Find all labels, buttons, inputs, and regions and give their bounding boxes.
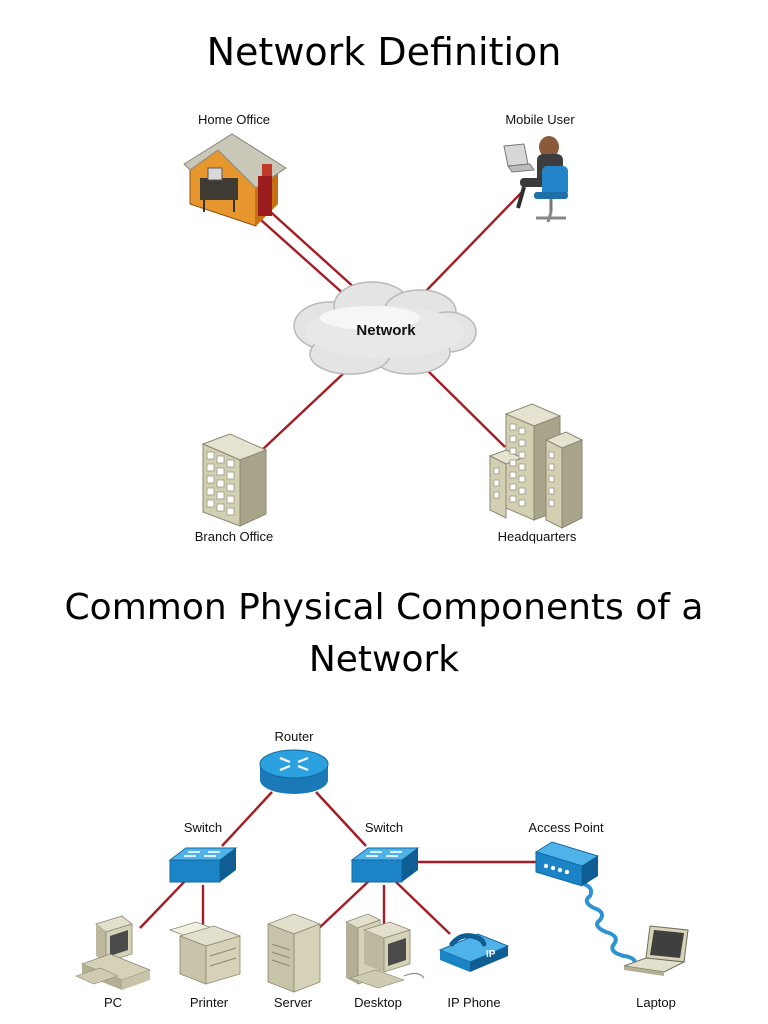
switch-right-icon xyxy=(350,847,420,883)
switch-left-label: Switch xyxy=(184,820,222,835)
access-point-icon xyxy=(534,841,600,887)
link-router-switch-left xyxy=(221,791,273,847)
physical-components-title: Common Physical Components of a Network xyxy=(0,582,768,686)
switch-right-label: Switch xyxy=(365,820,403,835)
access-point-label: Access Point xyxy=(528,820,604,835)
wireless-link-icon xyxy=(583,882,637,967)
ip-phone-label: IP Phone xyxy=(447,995,500,1010)
link-switch-right-ip-phone xyxy=(395,881,451,935)
router-icon xyxy=(259,749,329,794)
mobile-user-label: Mobile User xyxy=(505,112,575,127)
diagram-physical-components: Router Switch Switch xyxy=(75,729,689,1010)
pc-icon xyxy=(75,915,152,990)
link-headquarters xyxy=(424,367,506,448)
laptop-icon xyxy=(623,925,689,976)
physical-components-title-line1: Common Physical Components of a xyxy=(64,587,704,628)
laptop-label: Laptop xyxy=(636,995,676,1010)
pc-label: PC xyxy=(104,995,122,1010)
link-router-switch-right xyxy=(315,791,367,847)
ip-phone-icon: IP xyxy=(438,933,510,972)
server-icon xyxy=(266,913,322,993)
switch-left-icon xyxy=(168,847,238,883)
headquarters-icon xyxy=(488,403,584,529)
server-label: Server xyxy=(274,995,313,1010)
link-switch-left-pc xyxy=(139,879,187,929)
network-cloud-icon xyxy=(293,281,477,375)
ip-phone-badge: IP xyxy=(486,949,496,960)
home-office-label: Home Office xyxy=(198,112,270,127)
network-label: Network xyxy=(356,322,416,339)
home-office-icon xyxy=(183,133,287,227)
link-home-office-2 xyxy=(263,205,358,291)
link-mobile-user xyxy=(424,191,523,293)
branch-office-icon xyxy=(201,433,268,527)
mobile-user-icon xyxy=(503,136,568,223)
physical-components-title-line2: Network xyxy=(308,639,460,680)
branch-office-label: Branch Office xyxy=(195,529,274,544)
link-branch-office xyxy=(261,371,346,451)
router-label: Router xyxy=(274,729,314,744)
desktop-label: Desktop xyxy=(354,995,402,1010)
printer-label: Printer xyxy=(190,995,229,1010)
desktop-icon xyxy=(344,913,425,989)
printer-icon xyxy=(168,921,242,985)
link-home-office-1 xyxy=(251,211,347,297)
diagram-network-definition: Network Home Office xyxy=(183,112,584,544)
network-definition-title: Network Definition xyxy=(206,30,562,74)
headquarters-label: Headquarters xyxy=(498,529,577,544)
